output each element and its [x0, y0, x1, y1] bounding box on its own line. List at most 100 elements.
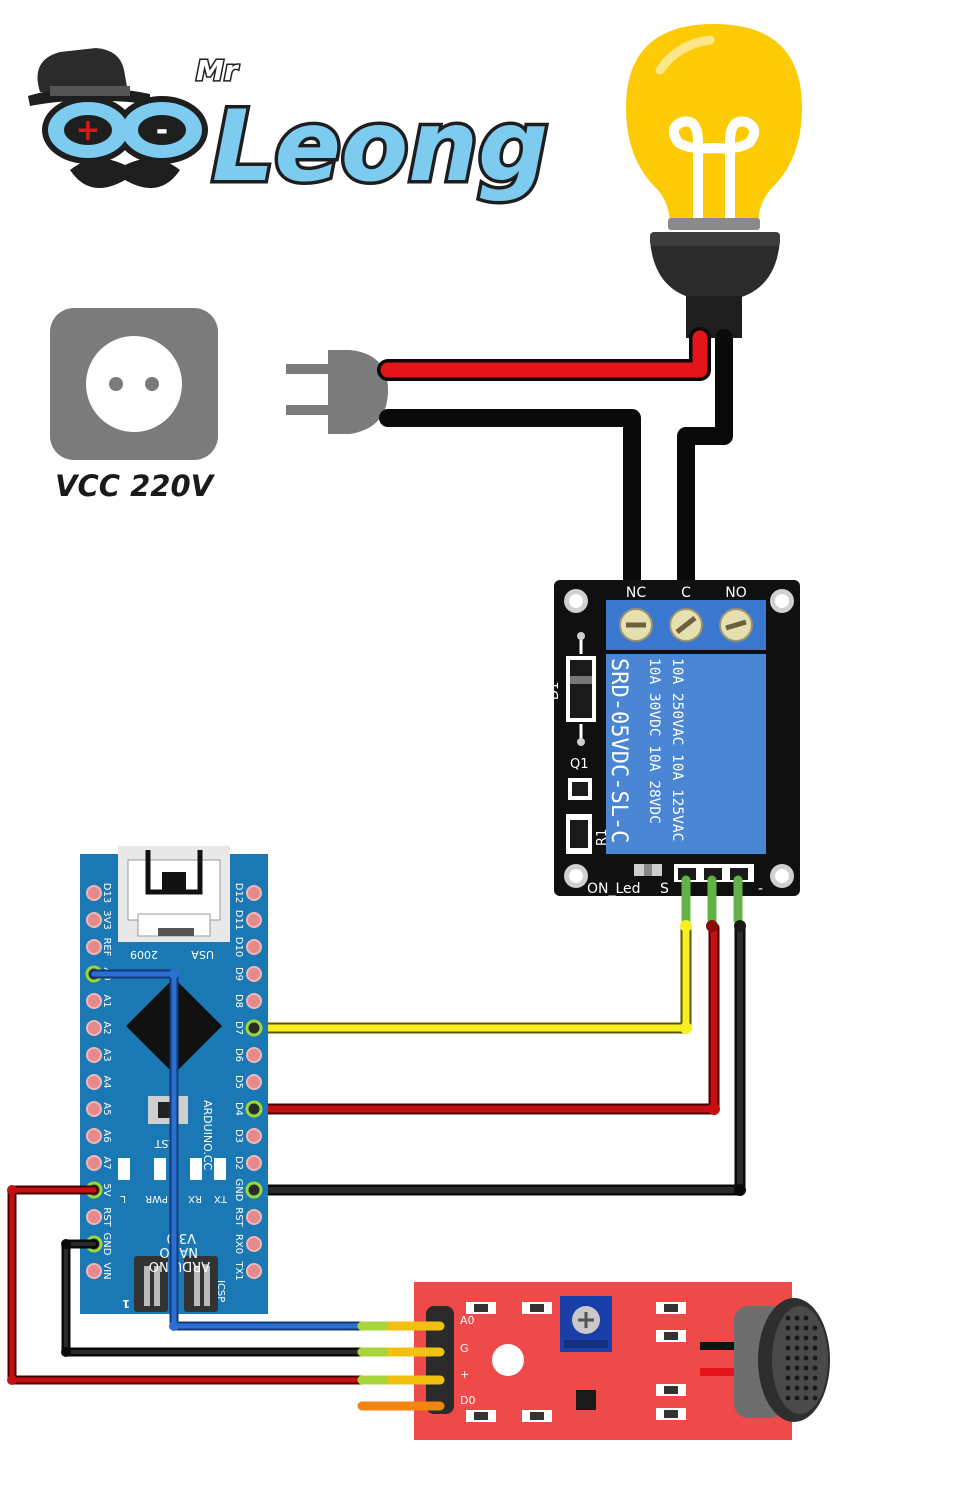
mic-mesh-hole [785, 1325, 791, 1331]
mic-mesh-hole [803, 1365, 809, 1371]
nano-name: ARDUINO [149, 1258, 210, 1273]
nano-pin-right-d4 [245, 1100, 263, 1118]
mic-mesh-hole [785, 1365, 791, 1371]
light-bulb [626, 24, 802, 338]
sound-pin-d0: D0 [460, 1394, 475, 1407]
mic-mesh-hole [812, 1355, 818, 1361]
mic-mesh-hole [785, 1385, 791, 1391]
relay-spec-line2: 10A 30VDC 10A 28VDC [646, 658, 662, 824]
mic-mesh-hole [794, 1385, 800, 1391]
mic-mesh-hole [794, 1325, 800, 1331]
relay-module: NC C NO 10A 250VAC 10A 125VAC 10A 30VDC … [547, 580, 800, 897]
relay-minus-label: - [758, 881, 763, 897]
nano-pin-left-vin [86, 1263, 102, 1279]
nano-pin-label-left-a2: A2 [101, 1021, 112, 1034]
relay-spec-line1: 10A 250VAC 10A 125VAC [669, 658, 685, 841]
nano-usa: USA [191, 948, 214, 961]
nano-pin-left-a7 [86, 1155, 102, 1171]
mic-mesh-hole [803, 1345, 809, 1351]
nano-pin-left-a3 [86, 1047, 102, 1063]
mic-mesh-hole [794, 1335, 800, 1341]
nano-pin-right-d3 [246, 1128, 262, 1144]
nano-led-rx: RX [188, 1193, 202, 1204]
relay-r1-label: R1 [595, 829, 610, 846]
nano-pin-right-d10 [246, 939, 262, 955]
mic-mesh-hole [812, 1375, 818, 1381]
relay-no-label: NO [725, 585, 747, 601]
mic-mesh-hole [803, 1335, 809, 1341]
lamp-return-wire [677, 329, 733, 599]
nano-pin-left-d13 [86, 885, 102, 901]
nano-pin-right-gnd [245, 1181, 263, 1199]
nano-pin-label-right-d6: D6 [233, 1048, 244, 1062]
relay-model: SRD-05VDC-SL-C [606, 658, 631, 843]
nano-pin-right-d5 [246, 1074, 262, 1090]
nano-pin-label-left-5v: 5V [101, 1183, 112, 1196]
nano-pin-label-left-a6: A6 [101, 1129, 112, 1142]
nano-pin-right-d7 [245, 1019, 263, 1037]
logo-name: Leong [212, 90, 548, 204]
nano-led-pwr: PWR [145, 1193, 168, 1204]
nano-pin-label-right-d8: D8 [233, 994, 244, 1008]
mic-mesh-hole [803, 1395, 809, 1401]
mic-mesh-hole [785, 1335, 791, 1341]
nano-pin-label-right-d4: D4 [233, 1102, 244, 1116]
vcc-wire-d4 [250, 922, 720, 1115]
nano-pin-right-tx1 [246, 1263, 262, 1279]
mic-mesh-hole [785, 1345, 791, 1351]
nano-pin-right-d6 [246, 1047, 262, 1063]
mains-wires [377, 327, 733, 599]
nano-pin-label-left-a4: A4 [101, 1075, 112, 1088]
nano-pin-label-right-d11: D11 [233, 910, 244, 930]
nano-pin-right-d8 [246, 993, 262, 1009]
mic-mesh-hole [794, 1395, 800, 1401]
nano-pin-right-rst [246, 1209, 262, 1225]
nano-pin-label-left-ref: REF [101, 937, 112, 956]
nano-led-l: L [120, 1193, 126, 1204]
relay-led-label: ON_Led [587, 881, 641, 897]
nano-pin-left-3v3 [86, 912, 102, 928]
relay-signal-wires [250, 875, 746, 1196]
mic-mesh-hole [812, 1385, 818, 1391]
nano-pin-label-right-d5: D5 [233, 1075, 244, 1089]
nano-pin-label-left-vin: VIN [101, 1262, 112, 1279]
nano-nano: NANO [159, 1244, 198, 1259]
mic-mesh-hole [803, 1325, 809, 1331]
logo-plus: + [75, 113, 100, 148]
nano-pin-label-left-a5: A5 [101, 1102, 112, 1115]
mains-neutral-wire [379, 409, 641, 599]
nano-pin-left-a6 [86, 1128, 102, 1144]
relay-nc-label: NC [626, 585, 646, 601]
nano-pin-label-left-a1: A1 [101, 994, 112, 1007]
nano-pin-label-right-tx1: TX1 [233, 1260, 244, 1280]
nano-year: 2009 [130, 948, 158, 961]
nano-pin-label-left-a7: A7 [101, 1156, 112, 1169]
nano-pin-label-left-d13: D13 [101, 883, 112, 903]
nano-pin-right-d9 [246, 966, 262, 982]
mic-mesh-hole [812, 1395, 818, 1401]
nano-pin-right-rx0 [246, 1236, 262, 1252]
nano-led-tx: TX [214, 1193, 228, 1204]
mic-mesh-hole [812, 1345, 818, 1351]
sensor-wires [7, 969, 445, 1411]
nano-pin-right-d11 [246, 912, 262, 928]
nano-pin-right-d2 [246, 1155, 262, 1171]
nano-pin-label-right-d12: D12 [233, 883, 244, 903]
nano-pin-label-left-3v3: 3V3 [101, 910, 112, 930]
power-label: VCC 220V [55, 469, 216, 503]
mic-mesh-hole [785, 1355, 791, 1361]
wall-outlet [50, 308, 218, 460]
nano-site: ARDUINO.CC [201, 1100, 214, 1171]
mic-mesh-hole [803, 1315, 809, 1321]
arduino-nano: USA 2009 ARDUINO.CC ARDUINO NANO V3.0 RS… [80, 846, 268, 1314]
mic-mesh-hole [803, 1355, 809, 1361]
nano-pin-label-right-rst: RST [233, 1207, 244, 1227]
nano-pin-label-right-gnd: GND [233, 1179, 244, 1202]
nano-pin-left-a2 [86, 1020, 102, 1036]
relay-d1-label: D1 [547, 682, 562, 700]
nano-pin-left-a4 [86, 1074, 102, 1090]
relay-c-label: C [681, 585, 691, 601]
mic-mesh-hole [812, 1365, 818, 1371]
nano-pin-left-a5 [86, 1101, 102, 1117]
